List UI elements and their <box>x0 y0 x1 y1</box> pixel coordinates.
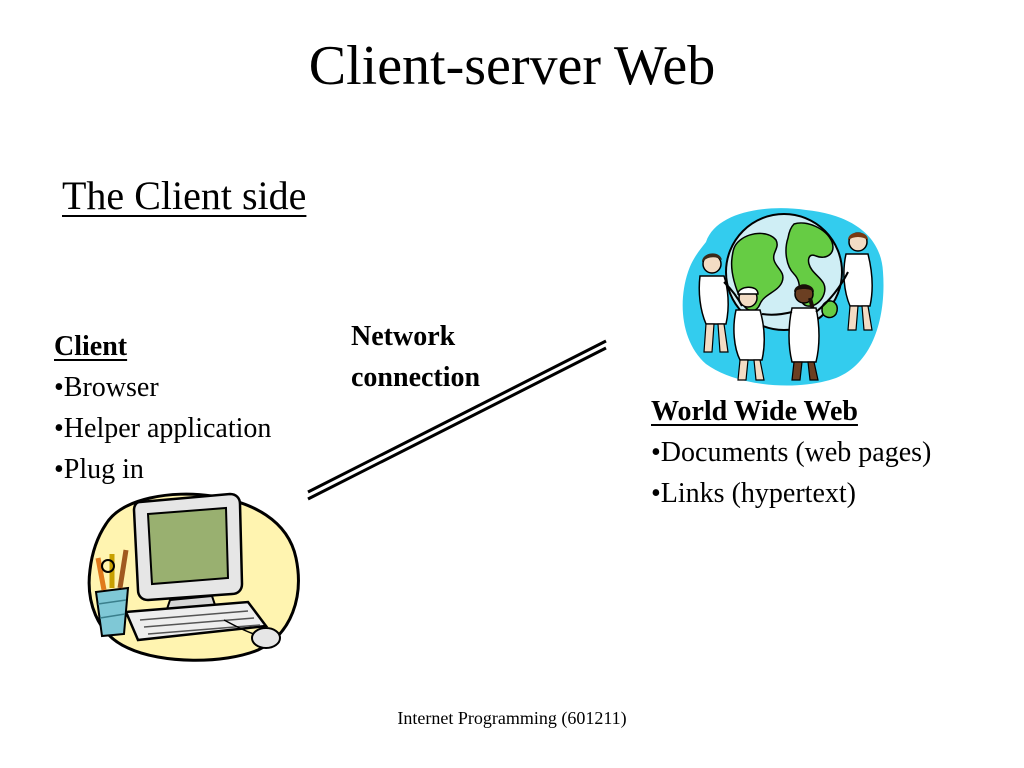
www-item-documents: •Documents (web pages) <box>651 437 932 468</box>
client-item-plug-in: •Plug in <box>54 454 144 485</box>
footer: Internet Programming (601211) <box>397 708 627 728</box>
www-item-links: •Links (hypertext) <box>651 478 856 509</box>
client-heading: Client <box>54 331 128 362</box>
www-list: World Wide Web •Documents (web pages) •L… <box>651 391 931 514</box>
globe-people-clipart <box>682 208 884 386</box>
slide-title: Client-server Web <box>308 35 716 97</box>
section-heading: The Client side <box>62 173 307 218</box>
www-heading: World Wide Web <box>651 396 858 427</box>
client-list: Client •Browser •Helper application •Plu… <box>54 326 271 490</box>
client-item-browser: •Browser <box>54 372 159 403</box>
network-label-line-1: Network <box>351 321 456 352</box>
computer-clipart <box>87 492 300 662</box>
network-label-line-2: connection <box>351 362 481 393</box>
network-connection-line <box>307 339 607 501</box>
client-item-helper-application: •Helper application <box>54 413 272 444</box>
network-connection-label: Network connection <box>351 316 480 398</box>
